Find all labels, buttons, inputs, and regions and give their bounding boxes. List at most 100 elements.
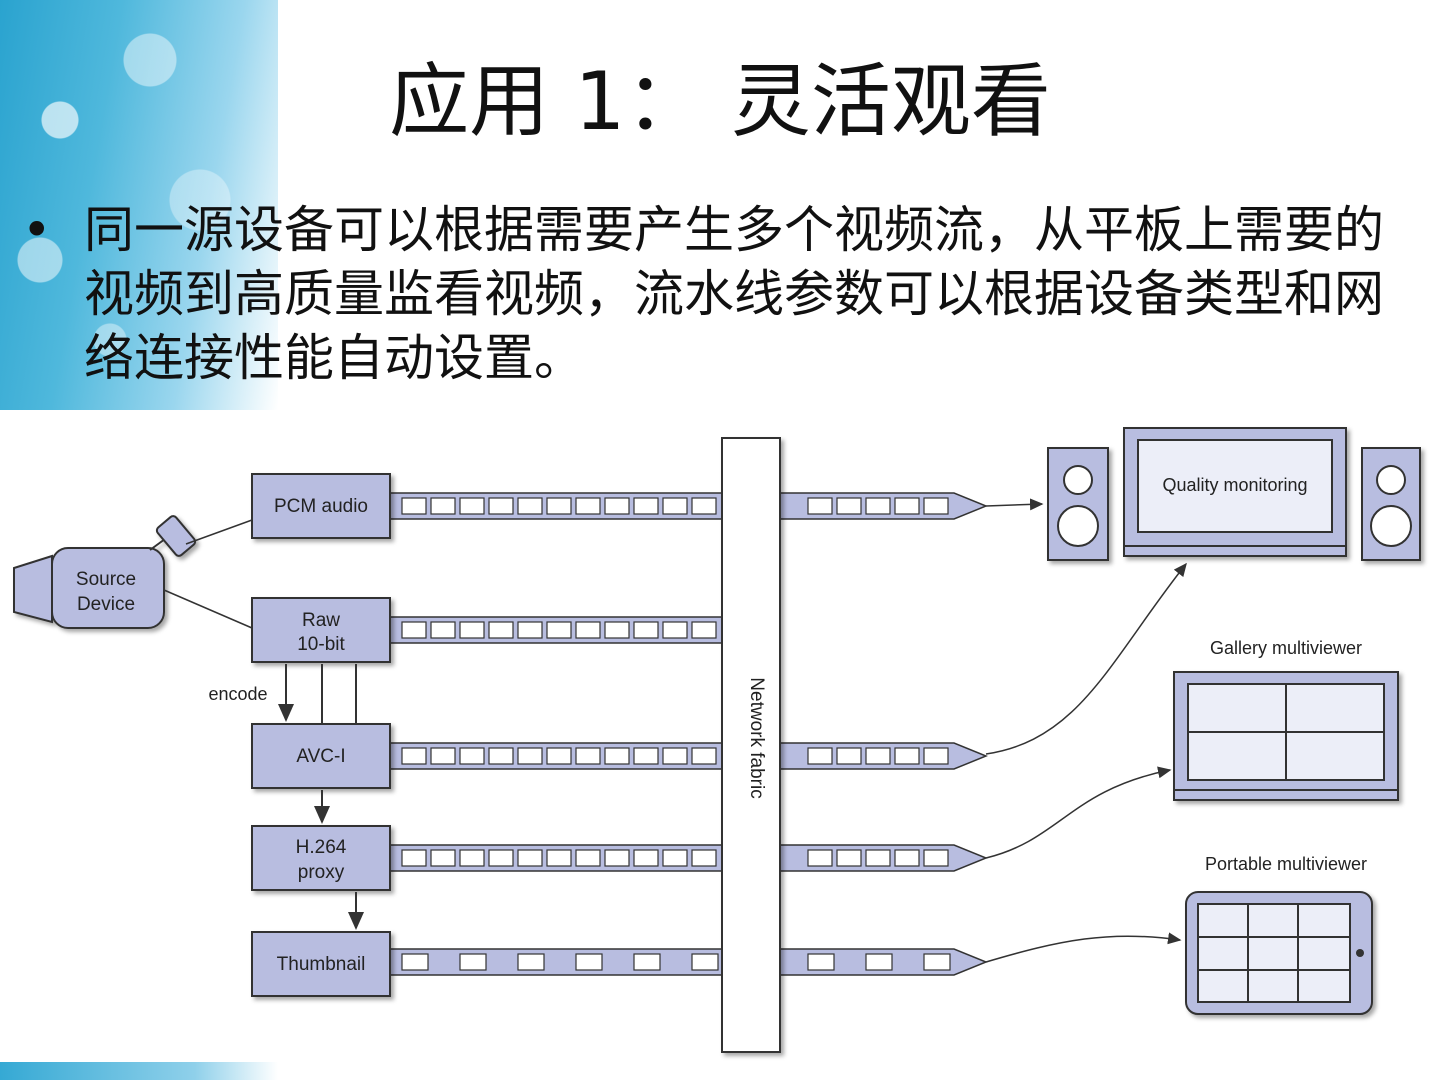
- h264-packet: [894, 849, 920, 867]
- avc-packet: [691, 747, 717, 765]
- network-fabric-bar: [721, 437, 781, 1053]
- raw-packet: [604, 621, 630, 639]
- raw-packet: [662, 621, 688, 639]
- pcm-packet: [865, 497, 891, 515]
- h264-packet: [662, 849, 688, 867]
- streaming-diagram: Source Device PCM audio Raw 10-bit AVC-I…: [13, 427, 1421, 1053]
- avc-packet: [894, 747, 920, 765]
- raw-packet: [691, 621, 717, 639]
- avc-packet: [865, 747, 891, 765]
- avc-packet: [836, 747, 862, 765]
- source-device-label-2: Device: [77, 594, 135, 615]
- gallery-multiviewer-device: [1173, 671, 1399, 801]
- h264-packet: [546, 849, 572, 867]
- network-fabric-label: Network fabric: [746, 677, 767, 798]
- h264-packet: [865, 849, 891, 867]
- source-device: [13, 515, 197, 629]
- avc-packet: [807, 747, 833, 765]
- avc-i-label: AVC-I: [296, 746, 345, 767]
- raw-label-1: Raw: [302, 610, 340, 631]
- pcm-packet: [401, 497, 427, 515]
- raw-label-2: 10-bit: [297, 634, 345, 655]
- raw-packet: [488, 621, 514, 639]
- gallery-multiviewer-label: Gallery multiviewer: [1210, 638, 1362, 658]
- h264-packet: [575, 849, 601, 867]
- pcm-packet: [575, 497, 601, 515]
- h264-packet: [836, 849, 862, 867]
- pcm-packet: [517, 497, 543, 515]
- avc-packet: [604, 747, 630, 765]
- decorative-corner-background: [0, 0, 278, 410]
- pcm-to-quality-arrow: [985, 498, 1044, 511]
- pcm-audio-label: PCM audio: [274, 496, 368, 517]
- pcm-packet: [691, 497, 717, 515]
- raw-packet: [430, 621, 456, 639]
- h264-packet: [923, 849, 949, 867]
- raw-packet: [401, 621, 427, 639]
- avc-packet: [430, 747, 456, 765]
- source-to-pcm-line: [185, 519, 253, 545]
- h264-packet: [807, 849, 833, 867]
- decorative-bottom-strip: [0, 1062, 278, 1080]
- avc-packet: [575, 747, 601, 765]
- thumb-packet: [575, 953, 603, 971]
- thumbnail-label: Thumbnail: [277, 954, 366, 975]
- raw-packet: [575, 621, 601, 639]
- h264-packet: [633, 849, 659, 867]
- pcm-packet: [488, 497, 514, 515]
- portable-multiviewer-device: [1185, 891, 1373, 1015]
- source-device-label-1: Source: [76, 569, 136, 590]
- quality-monitoring-label: Quality monitoring: [1162, 475, 1307, 495]
- quality-monitoring-device: [1047, 427, 1421, 561]
- raw-packet: [459, 621, 485, 639]
- portable-multiviewer-label: Portable multiviewer: [1205, 854, 1367, 874]
- pcm-packet: [459, 497, 485, 515]
- pcm-packet: [807, 497, 833, 515]
- thumb-packet: [401, 953, 429, 971]
- pipelines: [389, 492, 988, 976]
- thumb-packet: [865, 953, 893, 971]
- pcm-packet: [430, 497, 456, 515]
- h264-packet: [401, 849, 427, 867]
- pcm-audio-box: [251, 473, 391, 539]
- avc-to-quality-arrow: [985, 562, 1187, 755]
- raw-box: [251, 597, 391, 663]
- h264-box: [251, 825, 391, 891]
- bullet-dot-icon: •: [22, 201, 52, 259]
- bullet-text: 同一源设备可以根据需要产生多个视频流，从平板上需要的视频到高质量监看视频，流水线…: [84, 201, 1384, 387]
- avc-packet: [401, 747, 427, 765]
- thumb-packet: [691, 953, 719, 971]
- h264-packet: [691, 849, 717, 867]
- pipelines-right: [807, 497, 951, 971]
- h264-packet: [430, 849, 456, 867]
- thumb-packet: [923, 953, 951, 971]
- thumb-packet: [807, 953, 835, 971]
- raw-packet: [517, 621, 543, 639]
- h264-packet: [517, 849, 543, 867]
- raw-packet: [546, 621, 572, 639]
- avc-packet: [662, 747, 688, 765]
- avc-packet: [633, 747, 659, 765]
- avc-packet: [923, 747, 949, 765]
- thumb-to-portable-arrow: [985, 932, 1182, 963]
- pcm-packet: [836, 497, 862, 515]
- h264-packet: [459, 849, 485, 867]
- thumb-packet: [633, 953, 661, 971]
- avc-packet: [546, 747, 572, 765]
- pcm-packet: [923, 497, 949, 515]
- pcm-packet: [633, 497, 659, 515]
- avc-i-box: [251, 723, 391, 789]
- encode-label: encode: [208, 684, 267, 704]
- raw-packet: [633, 621, 659, 639]
- thumbnail-box: [251, 931, 391, 997]
- h264-label-2: proxy: [298, 862, 345, 883]
- avc-packet: [517, 747, 543, 765]
- pcm-packet: [894, 497, 920, 515]
- pcm-packet: [662, 497, 688, 515]
- h264-packet: [604, 849, 630, 867]
- h264-to-gallery-arrow: [985, 766, 1172, 859]
- thumb-packet: [459, 953, 487, 971]
- h264-packet: [488, 849, 514, 867]
- avc-packet: [459, 747, 485, 765]
- source-to-raw-line: [163, 589, 253, 629]
